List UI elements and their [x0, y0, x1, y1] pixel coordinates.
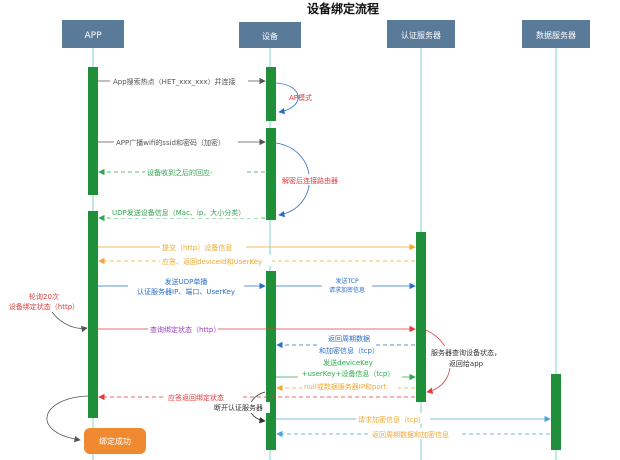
- svg-text:轮询20次: 轮询20次: [29, 292, 59, 301]
- message-return-encrypted: 返回周期数据和加密信息: [276, 428, 550, 439]
- message-server-query-state: 服务器查询设备状态， 返回给app: [425, 329, 504, 394]
- svg-text:返回周期数据和加密信息: 返回周期数据和加密信息: [372, 430, 449, 439]
- svg-text:返回给app: 返回给app: [449, 359, 484, 368]
- svg-text:认证服务器: 认证服务器: [401, 30, 441, 40]
- svg-text:发送TCP: 发送TCP: [335, 277, 359, 285]
- svg-text:数据服务器: 数据服务器: [536, 30, 576, 40]
- svg-text:和加密信息（tcp）: 和加密信息（tcp）: [319, 346, 379, 355]
- diagram-title: 设备绑定流程: [307, 1, 379, 16]
- message-broadcast-wifi: APP广播wifi的ssid和密码（加密）: [98, 136, 266, 147]
- message-disconnect-auth: 断开认证服务器: [212, 391, 270, 424]
- svg-text:认证服务器IP、端口、UserKey: 认证服务器IP、端口、UserKey: [137, 287, 235, 296]
- svg-text:提交（http）设备信息: 提交（http）设备信息: [162, 243, 232, 252]
- message-send-tcp: 发送TCP 请求加密信息: [276, 276, 416, 296]
- participant-auth-server: 认证服务器: [387, 20, 455, 48]
- message-data-server-ip: null或数据服务器IP和port: [276, 381, 415, 392]
- svg-text:请求加密信息: 请求加密信息: [329, 286, 365, 294]
- svg-text:设备绑定状态（http）: 设备绑定状态（http）: [9, 302, 79, 311]
- message-device-response: 设备收到之后的回应-: [98, 166, 265, 177]
- svg-text:请求加密信息（tcp）: 请求加密信息（tcp）: [358, 415, 425, 424]
- message-reply-deviceid: 应答、返回deviceId和UserKey: [98, 255, 415, 266]
- activation-device-2: [266, 128, 276, 220]
- svg-text:发送UDP单播: 发送UDP单播: [165, 277, 208, 286]
- message-udp-unicast: 发送UDP单播 认证服务器IP、端口、UserKey: [98, 276, 266, 297]
- note-poll-binding: 轮询20次 设备绑定状态（http）: [9, 292, 88, 333]
- loop-to-result: [46, 395, 89, 443]
- svg-text:返回周期数据: 返回周期数据: [328, 334, 370, 343]
- activation-app-1: [88, 67, 98, 195]
- participant-device: 设备: [239, 22, 301, 48]
- message-connect-router: 解密后连接路由器: [275, 142, 346, 218]
- svg-text:绑定成功: 绑定成功: [99, 436, 131, 446]
- svg-text:解密后连接路由器: 解密后连接路由器: [282, 176, 338, 185]
- svg-text:发送deviceKey: 发送deviceKey: [323, 358, 373, 367]
- activation-device-3: [266, 271, 276, 450]
- message-request-encrypted: 请求加密信息（tcp）: [276, 413, 551, 424]
- svg-text:App搜索热点（HET_xxx_xxx）并连接: App搜索热点（HET_xxx_xxx）并连接: [113, 77, 236, 86]
- participant-app: APP: [62, 20, 124, 48]
- svg-text:设备: 设备: [262, 31, 278, 41]
- message-udp-device-info: UDP发送设备信息（Mac、ip、大小分类）: [98, 207, 265, 222]
- svg-text:查询绑定状态（http）: 查询绑定状态（http）: [150, 325, 220, 334]
- svg-text:+userKey+设备信息（tcp）: +userKey+设备信息（tcp）: [302, 369, 395, 378]
- message-ap-mode: AP模式: [275, 82, 312, 115]
- result-bind-success: 绑定成功: [84, 428, 146, 454]
- message-query-binding: 查询绑定状态（http）: [98, 323, 416, 334]
- svg-text:UDP发送设备信息（Mac、ip、大小分类）: UDP发送设备信息（Mac、ip、大小分类）: [112, 208, 245, 217]
- activation-data: [551, 374, 561, 450]
- activation-auth: [416, 232, 426, 402]
- message-reply-binding: 应答返回绑定状态: [98, 391, 415, 402]
- svg-text:设备收到之后的回应-: 设备收到之后的回应-: [147, 168, 213, 177]
- svg-text:APP: APP: [84, 31, 102, 41]
- participant-data-server: 数据服务器: [522, 20, 590, 48]
- svg-text:APP广播wifi的ssid和密码（加密）: APP广播wifi的ssid和密码（加密）: [116, 138, 225, 147]
- message-search-hotspot: App搜索热点（HET_xxx_xxx）并连接: [98, 75, 266, 86]
- activation-app-2: [88, 211, 98, 418]
- svg-text:应答、返回deviceId和UserKey: 应答、返回deviceId和UserKey: [162, 257, 262, 266]
- svg-text:null或数据服务器IP和port: null或数据服务器IP和port: [304, 382, 387, 391]
- svg-text:AP模式: AP模式: [289, 93, 312, 102]
- svg-text:服务器查询设备状态，: 服务器查询设备状态，: [431, 348, 501, 357]
- message-return-periodic: 返回周期数据 和加密信息（tcp）: [276, 333, 415, 356]
- svg-text:应答返回绑定状态: 应答返回绑定状态: [168, 393, 224, 402]
- message-send-devicekey: 发送deviceKey +userKey+设备信息（tcp）: [276, 357, 416, 381]
- activation-device-1: [266, 67, 276, 121]
- svg-text:断开认证服务器: 断开认证服务器: [214, 403, 263, 412]
- message-submit-device-info: 提交（http）设备信息: [98, 241, 416, 252]
